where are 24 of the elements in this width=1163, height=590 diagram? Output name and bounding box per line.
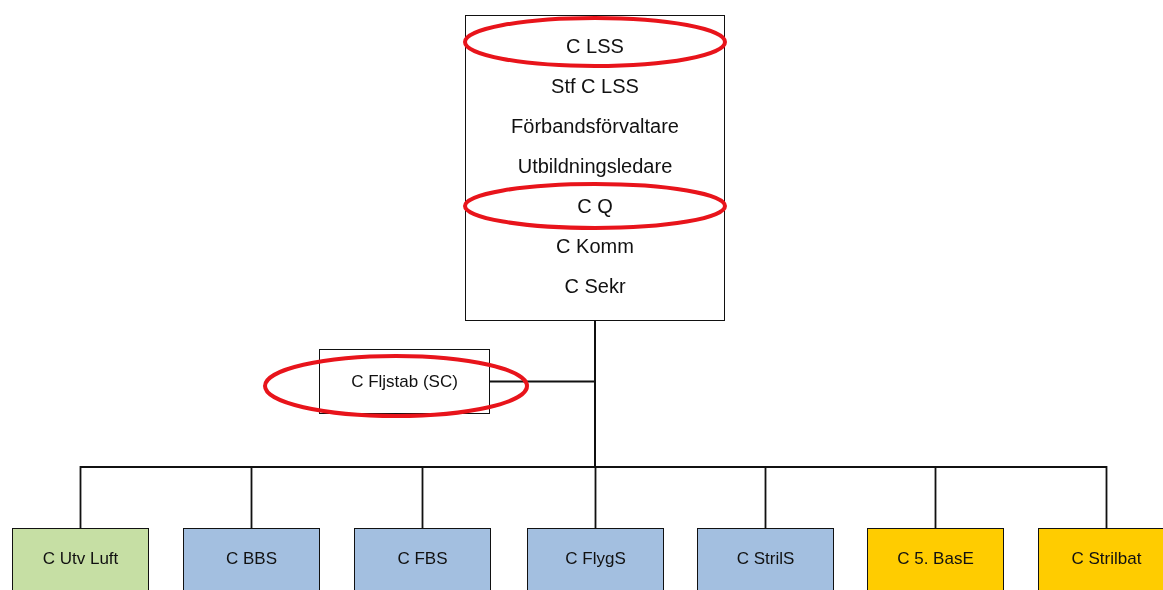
org-box (697, 528, 834, 590)
role-label: C BBS (226, 548, 277, 570)
role-label: C StrilS (736, 548, 795, 570)
role-label: C Fljstab (SC) (351, 370, 458, 393)
role-label: C Komm (556, 234, 634, 259)
org-box (465, 15, 725, 321)
role-label: Stf C LSS (551, 74, 639, 99)
role-label: C Q (577, 194, 613, 219)
org-box (12, 528, 149, 590)
role-label: C Utv Luft (42, 548, 119, 570)
org-box (867, 528, 1004, 590)
role-label: Förbandsförvaltare (511, 114, 679, 139)
role-label: C LSS (566, 34, 624, 59)
role-label: C Strilbat (1071, 548, 1142, 570)
org-box (183, 528, 320, 590)
role-label: C Sekr (564, 274, 626, 299)
org-box (527, 528, 664, 590)
role-label: Utbildningsledare (517, 154, 673, 179)
org-box (1038, 528, 1163, 590)
org-box (319, 349, 490, 414)
role-label: C FlygS (565, 548, 626, 570)
org-box (354, 528, 491, 590)
role-label: C 5. BasE (897, 548, 974, 570)
role-label: C FBS (397, 548, 448, 570)
